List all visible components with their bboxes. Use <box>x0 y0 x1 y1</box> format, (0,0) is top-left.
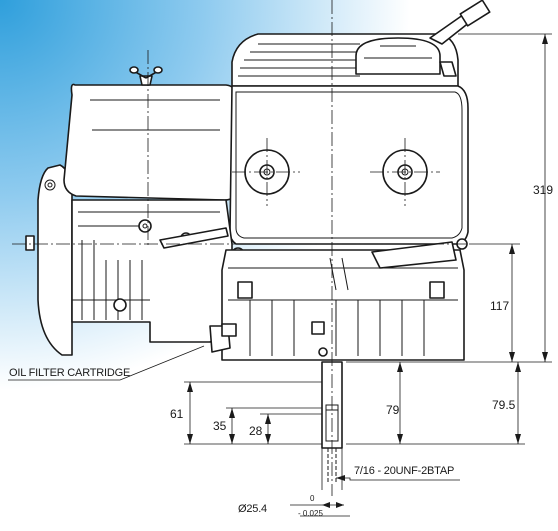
air-cleaner-housing <box>63 83 237 201</box>
dim-79: 79 <box>386 403 400 417</box>
center-lines <box>12 0 470 496</box>
dim-117: 117 <box>490 299 509 313</box>
dim-28: 28 <box>249 424 263 438</box>
shaft-diameter-label: Ø25.4 <box>238 503 267 515</box>
dim-79-5: 79.5 <box>492 398 516 412</box>
starter-cover <box>37 164 73 356</box>
oil-filter-label: OIL FILTER CARTRIDGE <box>9 367 130 379</box>
oil-sump-base <box>221 249 465 361</box>
dim-319: 319 <box>533 183 553 197</box>
dim-61: 61 <box>170 407 184 421</box>
thread-label: 7/16 - 20UNF-2BTAP <box>354 465 454 477</box>
engine-body <box>25 0 491 484</box>
fuel-cap <box>355 37 441 75</box>
dim-35: 35 <box>213 419 227 433</box>
tolerance-lower: - 0.025 <box>298 509 323 518</box>
carburetor-assembly <box>71 199 233 343</box>
dimension-lines <box>8 33 552 517</box>
tolerance-upper: 0 <box>310 494 315 503</box>
